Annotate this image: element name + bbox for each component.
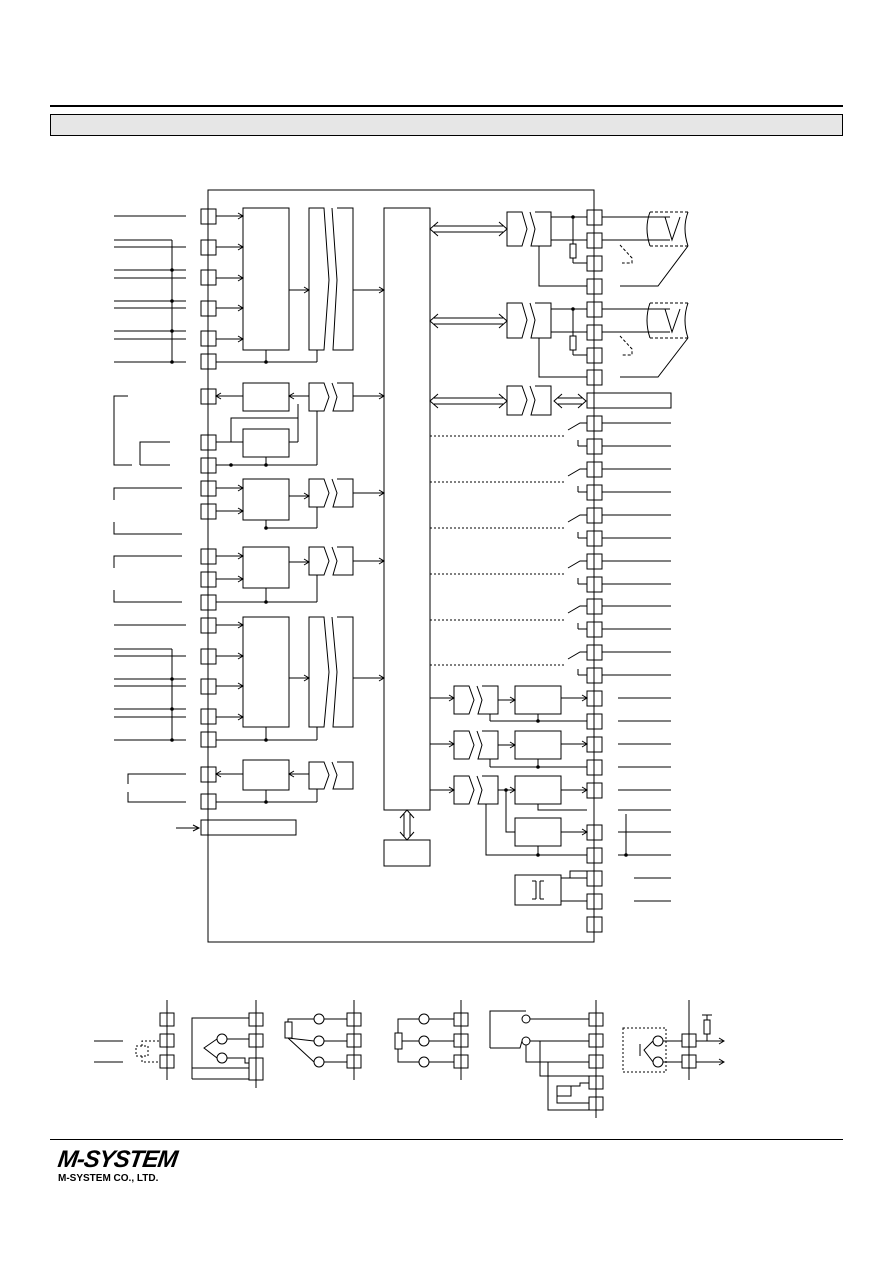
input-mux-2 [216, 616, 385, 741]
comm-port-1 [429, 211, 587, 287]
analog-output-1 [430, 685, 588, 722]
wiring-example-4 [394, 1000, 469, 1080]
wiring-example-3 [284, 1000, 362, 1080]
wiring-example-1 [94, 1000, 175, 1080]
top-rule [50, 105, 843, 107]
comm-port-3 [429, 385, 587, 416]
wiring-example-2 [191, 1000, 264, 1088]
right-external-wiring [602, 422, 671, 902]
memory-block [383, 839, 431, 867]
relay-outputs [430, 422, 587, 676]
enclosure-frame [207, 189, 595, 943]
power-supply-block [514, 870, 587, 906]
left-terminals [200, 208, 297, 836]
cpu-block [383, 207, 431, 811]
bottom-rule [50, 1139, 843, 1140]
logo-mark: M-SYSTEM [56, 1146, 179, 1173]
section-title-bar [50, 114, 843, 136]
analog-output-3 [430, 775, 588, 856]
company-logo: M-SYSTEM M-SYSTEM CO., LTD. [56, 1146, 258, 1188]
comm-cable-1 [602, 211, 689, 287]
wiring-example-6 [622, 1000, 725, 1080]
right-terminals [586, 209, 672, 933]
left-block-dots [229, 360, 268, 804]
left-external-wiring [113, 215, 201, 832]
input-block-6 [215, 759, 354, 803]
cpu-bus-arrow [399, 809, 415, 841]
input-mux-1 [216, 207, 318, 363]
comm-cable-2 [602, 302, 689, 378]
left-junction-dots [170, 268, 174, 742]
wiring-example-5 [489, 1000, 604, 1118]
company-name: M-SYSTEM CO., LTD. [58, 1173, 159, 1184]
isolation-1 [308, 207, 385, 351]
input-block-4 [216, 546, 385, 603]
comm-dots [571, 215, 575, 311]
analog-output-2 [430, 730, 588, 768]
right-ext-dots [624, 853, 628, 857]
analog-dots [504, 719, 540, 857]
input-block-2 [215, 382, 385, 466]
input-block-3 [216, 478, 385, 529]
comm-port-2 [429, 302, 587, 378]
